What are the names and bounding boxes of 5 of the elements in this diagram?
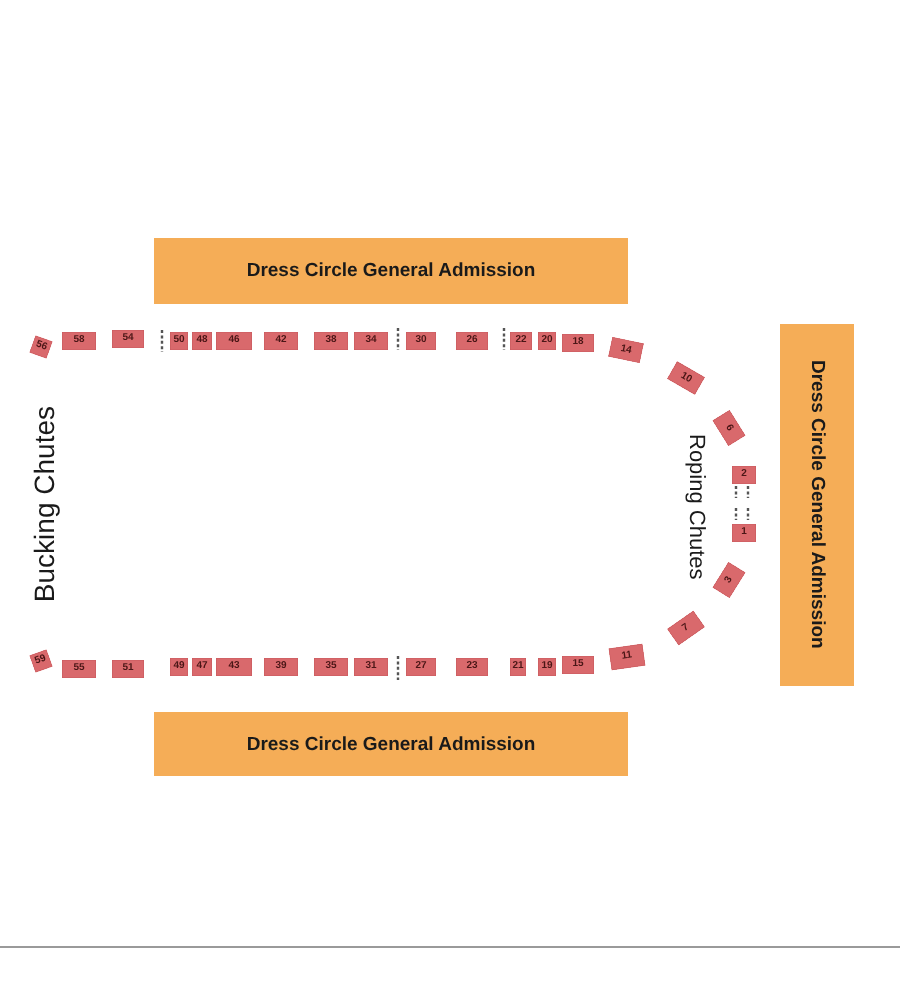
area-label: Bucking Chutes bbox=[30, 406, 61, 603]
admission-area: Dress Circle General Admission bbox=[154, 238, 628, 304]
admission-area: Dress Circle General Admission bbox=[780, 324, 854, 686]
admission-area: Dress Circle General Admission bbox=[154, 712, 628, 776]
area-label: Roping Chutes bbox=[684, 434, 709, 580]
